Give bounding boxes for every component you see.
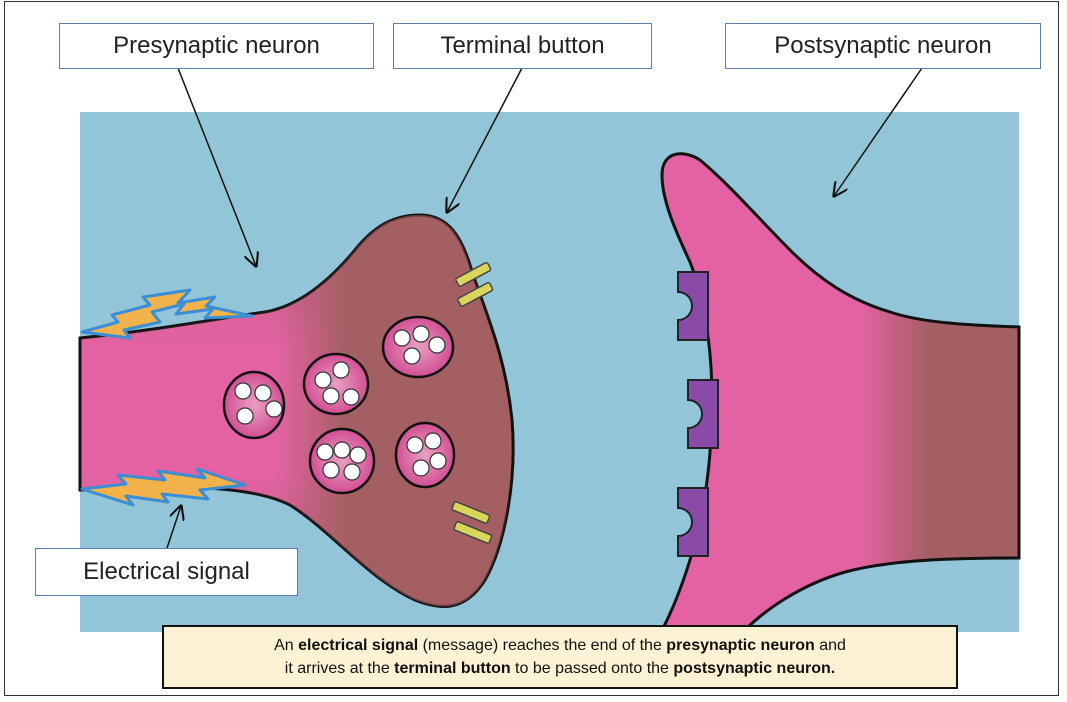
vesicle-2: [304, 354, 368, 414]
caption-line1-run-4: and: [815, 637, 846, 654]
vesicle-4: [310, 429, 374, 493]
vesicle-5: [396, 423, 454, 487]
caption-line1-run-0: An: [274, 637, 298, 654]
caption-line2-run-0: it arrives at the: [285, 660, 394, 677]
caption-line1-run-1: electrical signal: [298, 637, 418, 654]
label-presynaptic-neuron: Presynaptic neuron: [59, 23, 374, 69]
label-terminal-button: Terminal button: [393, 23, 652, 69]
caption-line1-run-3: presynaptic neuron: [666, 637, 814, 654]
caption-line-1: An electrical signal (message) reaches t…: [164, 634, 956, 657]
caption-line2-run-2: to be passed onto the: [511, 660, 674, 677]
caption-line1-run-2: (message) reaches the end of the: [418, 637, 666, 654]
caption-line2-run-3: postsynaptic neuron.: [673, 660, 835, 677]
vesicle-1: [224, 372, 284, 438]
label-electrical-signal: Electrical signal: [35, 548, 298, 596]
caption-line-2: it arrives at the terminal button to be …: [164, 657, 956, 680]
caption-line2-run-1: terminal button: [394, 660, 510, 677]
vesicle-3: [383, 317, 453, 377]
label-postsynaptic-neuron: Postsynaptic neuron: [725, 23, 1041, 69]
caption-box: An electrical signal (message) reaches t…: [162, 625, 958, 689]
